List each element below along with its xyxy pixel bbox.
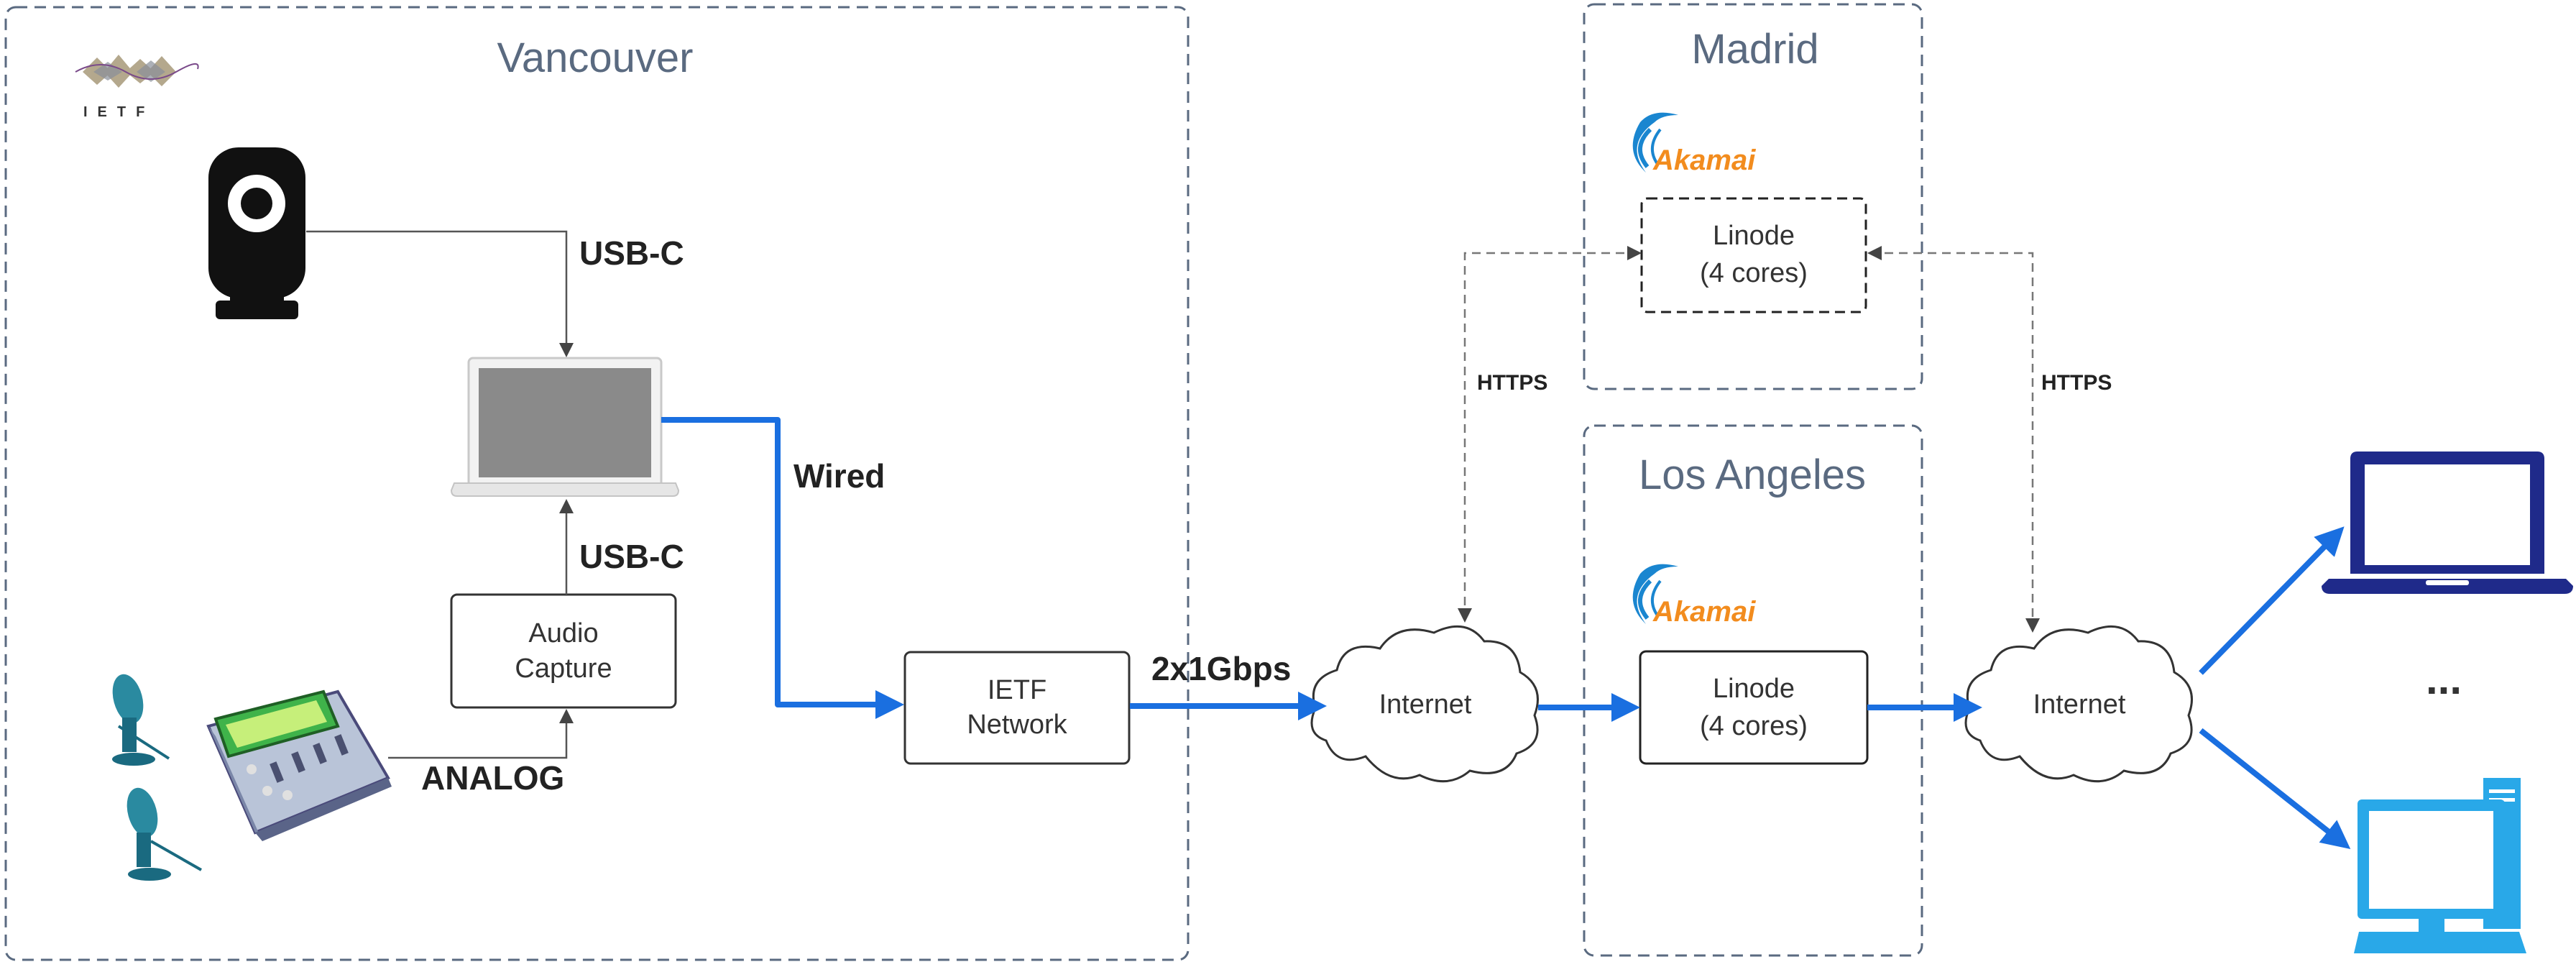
usb-c-top-label: USB-C (579, 234, 684, 272)
vancouver-region-title: Vancouver (497, 35, 694, 81)
akamai-logo-madrid: Akamai (1632, 112, 1756, 176)
audio-capture-label-line1: Audio (528, 618, 598, 649)
internet-cloud-left: Internet (1310, 625, 1539, 783)
madrid-region-title: Madrid (1691, 26, 1818, 73)
viewer-desktop-icon (2354, 778, 2526, 953)
webcam-icon (208, 147, 305, 319)
analog-label: ANALOG (421, 759, 564, 797)
madrid-region (1583, 3, 1923, 390)
linode-madrid-node: Linode (4 cores) (1640, 197, 1867, 313)
https-link-right (1867, 246, 2040, 633)
linode-madrid-label-line2: (4 cores) (1700, 258, 1808, 288)
encoder-laptop-icon (450, 357, 680, 497)
ietf-network-label-line2: Network (967, 710, 1067, 740)
webcam-to-laptop-link (306, 230, 574, 357)
akamai-logo-los-angeles: Akamai (1632, 564, 1756, 628)
vancouver-region (4, 6, 1190, 961)
linode-la-label-line2: (4 cores) (1700, 711, 1808, 741)
akamai-logo-madrid-text: Akamai (1652, 145, 1756, 176)
https-link-left (1458, 246, 1642, 623)
ietf-network-node: IETF Network (903, 651, 1131, 765)
linode-los-angeles-node: Linode (4 cores) (1639, 650, 1869, 765)
microphone-icon (112, 674, 170, 766)
akamai-logo-los-angeles-text: Akamai (1652, 596, 1756, 628)
internet-right-label: Internet (2033, 689, 2126, 720)
audio-capture-node: Audio Capture (450, 593, 677, 709)
laptop-to-ietf-network-link (661, 417, 904, 719)
los-angeles-region-title: Los Angeles (1639, 452, 1866, 498)
microphone-icon (126, 787, 202, 881)
los-angeles-region (1583, 424, 1923, 957)
linode-la-label-line1: Linode (1713, 674, 1795, 704)
internet-cloud-right: Internet (1964, 625, 2193, 783)
https-left-label: HTTPS (1477, 371, 1547, 395)
bandwidth-label: 2x1Gbps (1151, 650, 1291, 687)
usb-c-bottom-label: USB-C (579, 538, 684, 575)
linode-madrid-label-line1: Linode (1713, 221, 1795, 251)
ietf-logo-text: IETF (83, 104, 155, 120)
wired-label: Wired (794, 457, 885, 495)
ietf-logo: IETF (75, 55, 199, 120)
https-right-label: HTTPS (2041, 371, 2112, 395)
audio-mixer-icon (206, 689, 392, 841)
internet-to-viewer-desktop-link (2199, 728, 2351, 849)
viewer-laptop-icon (2322, 452, 2573, 594)
internet-to-viewer-laptop-link (2199, 526, 2345, 675)
internet-left-label: Internet (1379, 689, 1472, 720)
audio-capture-label-line2: Capture (515, 654, 612, 684)
ietf-network-label-line1: IETF (988, 675, 1046, 705)
mixer-to-audio-capture-link (388, 709, 574, 759)
more-clients-ellipsis: ... (2426, 655, 2462, 703)
